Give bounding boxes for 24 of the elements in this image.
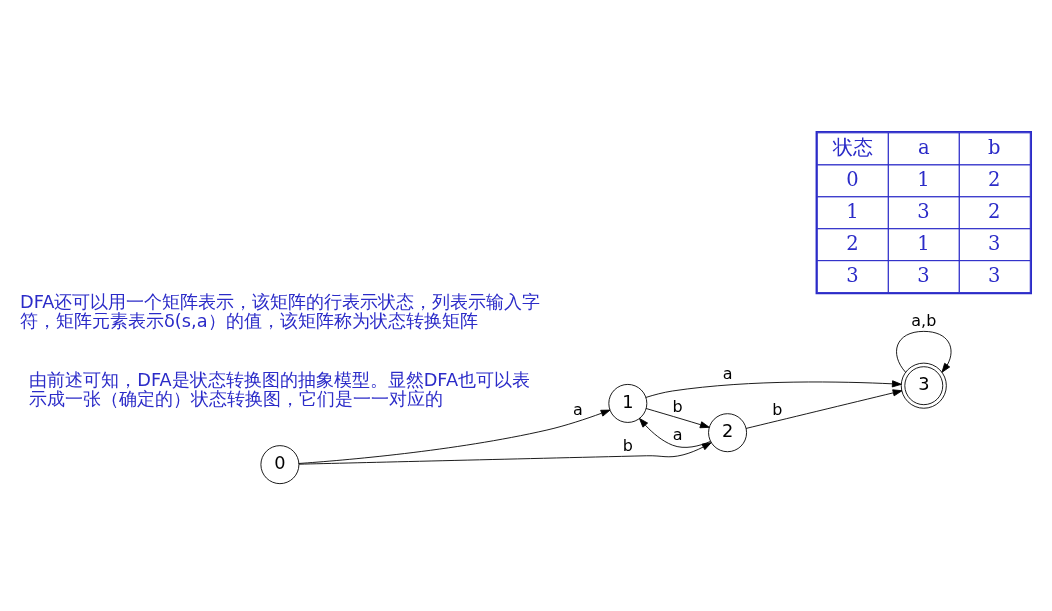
label: 3 [917,263,930,287]
label: 2 [988,199,1001,223]
edge-label: a [722,363,733,383]
label: 3 [846,263,859,287]
label: 2 [846,231,859,255]
label: 0 [846,167,859,191]
edge-label: b [672,396,683,416]
label: b [988,135,1001,159]
label: 1 [846,199,859,223]
label: DFA还可以用一个矩阵表示，该矩阵的行表示状态，列表示输入字符，矩阵元素表示δ(s,a）的值，该矩阵称为状态转换矩阵 [19,291,541,332]
label: 2 [988,167,1001,191]
edge-label: a,b [911,311,937,331]
label: 3 [988,263,1001,287]
label: 由前述可知，DFA是状态转换图的抽象模型。显然DFA也可以表示成一张（确定的）状态转换图，它们是一一对应的 [29,369,531,410]
label: 状态 [833,135,874,159]
label: a [918,135,930,159]
label: 1 [917,231,930,255]
label: 1 [917,167,930,191]
edge-label: a [573,400,583,420]
edge-label: b [772,400,783,420]
label: 3 [988,231,1001,255]
edge-label: a [672,425,683,445]
edge-label: b [622,435,633,455]
label: 3 [917,199,930,223]
